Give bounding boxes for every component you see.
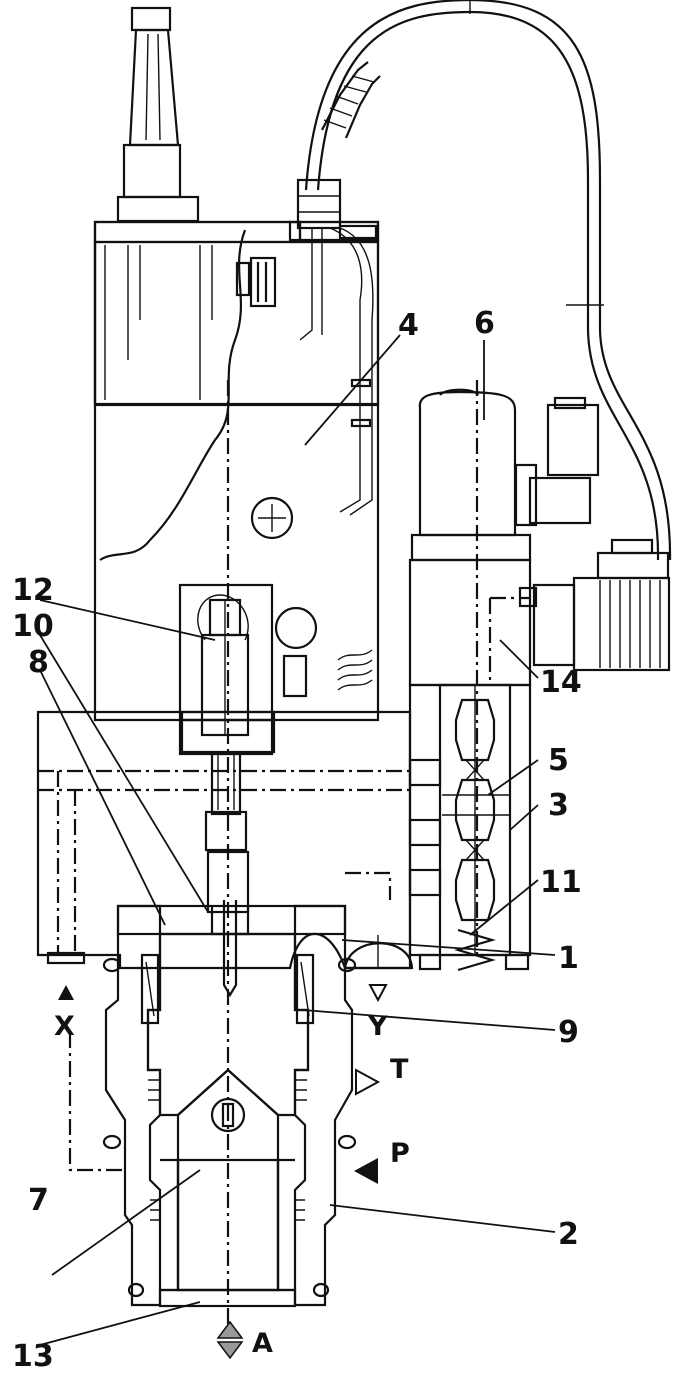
part-label-9: 9 <box>558 1015 579 1050</box>
sensor-cable <box>296 0 672 561</box>
port-x-arrow-icon <box>58 985 74 1000</box>
port-a-down-arrow-icon <box>216 1341 244 1360</box>
displacement-transducer <box>178 594 274 816</box>
part-label-12: 12 <box>12 573 54 608</box>
part-label-5: 5 <box>548 743 569 778</box>
top-connector-plug <box>116 6 200 223</box>
part-label-4: 4 <box>398 308 419 343</box>
part-label-10: 10 <box>12 609 54 644</box>
part-label-8: 8 <box>28 645 49 680</box>
port-y-arrow-icon <box>368 984 388 1003</box>
port-label-x: X <box>54 1011 75 1042</box>
part-label-6: 6 <box>474 306 495 341</box>
main-valve-cartridge <box>102 850 357 1308</box>
port-label-y: Y <box>367 1011 388 1042</box>
port-a-up-arrow-icon <box>216 1320 244 1339</box>
port-t-arrow-icon <box>355 1068 381 1096</box>
port-p-arrow-icon <box>354 1158 378 1184</box>
cable-strain-relief <box>321 61 381 139</box>
port-label-p: P <box>390 1138 410 1169</box>
part-label-14: 14 <box>540 665 582 700</box>
part-label-1: 1 <box>558 941 579 976</box>
electronics-housing <box>93 220 380 722</box>
part-label-11: 11 <box>540 865 582 900</box>
cable-gland <box>296 178 342 230</box>
port-label-a: A <box>252 1328 273 1359</box>
external-pilot-line <box>68 1032 124 1172</box>
port-label-t: T <box>390 1054 409 1085</box>
part-label-7: 7 <box>28 1183 49 1218</box>
part-label-2: 2 <box>558 1217 579 1252</box>
part-label-13: 13 <box>12 1339 54 1374</box>
part-label-3: 3 <box>548 788 569 823</box>
leader-lines <box>39 334 556 1346</box>
